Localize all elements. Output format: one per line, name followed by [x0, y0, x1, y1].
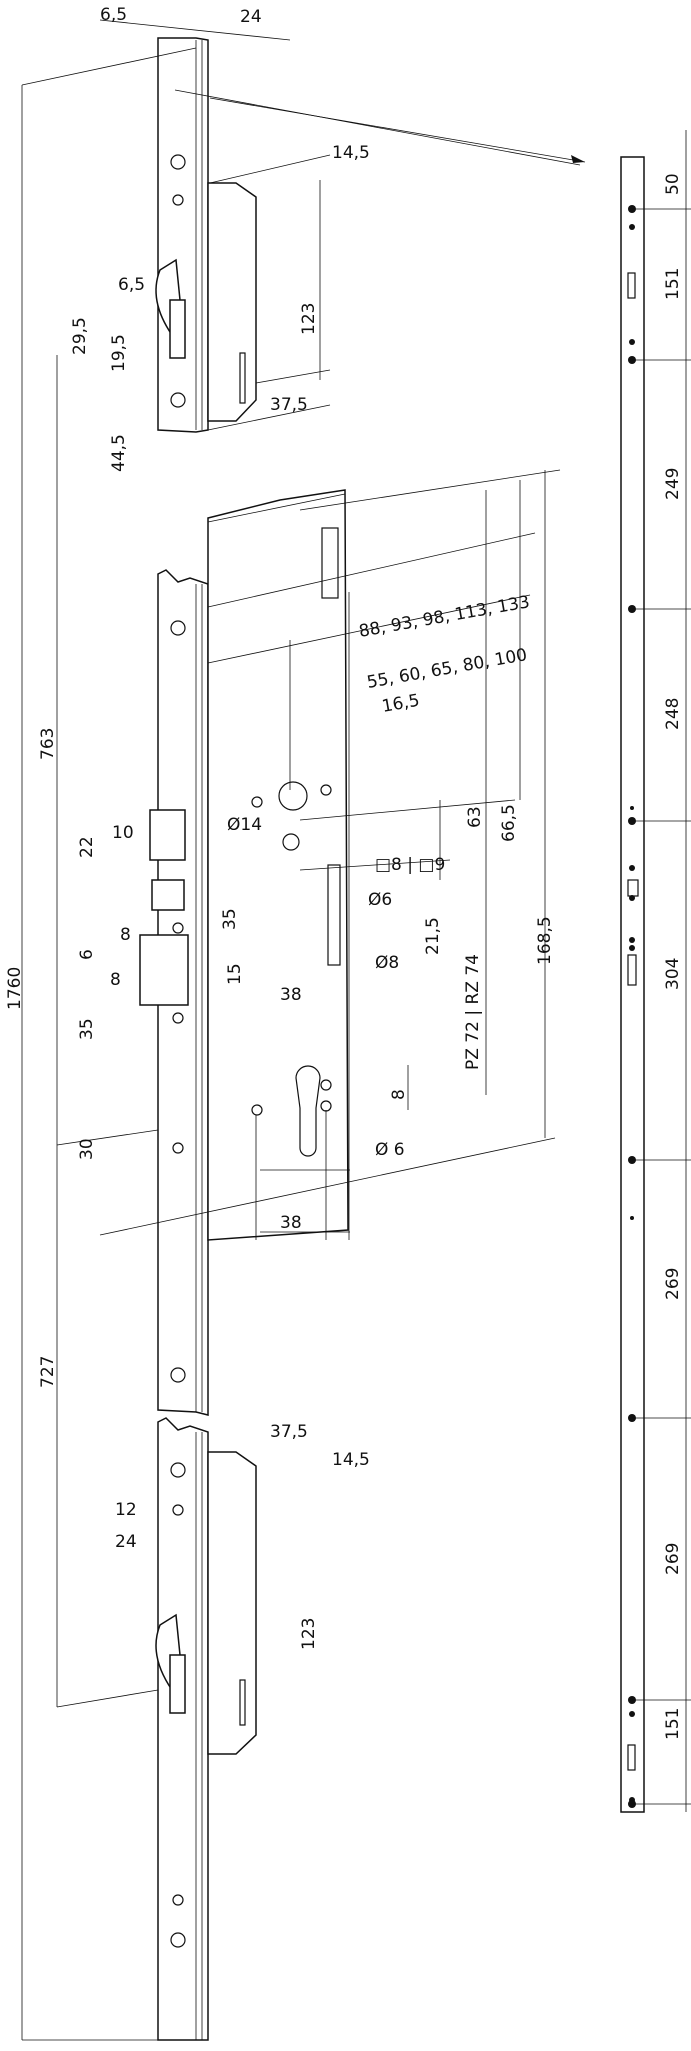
dim-top-plate-offset: 6,5	[100, 5, 127, 25]
dim-15: 15	[225, 963, 245, 985]
strip-dim-5: 304	[663, 958, 683, 990]
dim-bottom-gear-offset: 14,5	[332, 1450, 370, 1470]
dim-6: 6	[77, 949, 97, 960]
dim-total-length: 1760	[5, 967, 25, 1010]
dim-30: 30	[77, 1138, 97, 1160]
dim-top-hook-offset: 6,5	[118, 275, 145, 295]
strip-dim-8: 151	[663, 1708, 683, 1740]
lock-case	[139, 489, 349, 1241]
strip-dim-1: 50	[663, 173, 683, 195]
dimension-lines	[21, 19, 581, 2041]
dim-8-deadbolt: 8	[110, 970, 121, 990]
upper-gear	[155, 182, 257, 422]
dim-center-to-lower: 727	[38, 1356, 58, 1388]
dim-top-plate-width: 24	[240, 7, 262, 27]
strip-dim-2: 151	[663, 268, 683, 300]
dim-dia-8: Ø8	[375, 953, 399, 973]
dim-spindle: □8 | □9	[375, 855, 445, 875]
dim-8-cylinder: 8	[389, 1089, 409, 1100]
dim-hook-29-5: 29,5	[70, 317, 90, 355]
strip-view	[209, 97, 691, 1813]
lower-gear	[155, 1451, 257, 1755]
dim-63: 63	[465, 806, 485, 828]
dim-hook-24: 24	[115, 1532, 137, 1552]
dim-dia-14: Ø14	[227, 815, 262, 835]
strip-dim-3: 249	[663, 468, 683, 500]
dim-bottom-gear-backset: 37,5	[270, 1422, 308, 1442]
dim-hook-12: 12	[115, 1500, 137, 1520]
dim-38-lower: 38	[280, 1213, 302, 1233]
strip-dim-7: 269	[663, 1543, 683, 1575]
dim-backset: 55, 60, 65, 80, 100	[365, 645, 528, 693]
dim-backset-outer: 88, 93, 98, 113, 133	[357, 592, 531, 642]
dim-35-deadbolt: 35	[77, 1018, 97, 1040]
dim-hook-44-5: 44,5	[109, 434, 129, 472]
strip-dim-4: 248	[663, 698, 683, 730]
dim-latch-10: 10	[112, 823, 134, 843]
dim-8-bolt: 8	[120, 925, 131, 945]
dim-168-5: 168,5	[535, 916, 555, 965]
dim-upper-to-center: 763	[38, 728, 58, 760]
dim-dia-6-upper: Ø6	[368, 890, 392, 910]
dim-dia-6-lower: Ø 6	[375, 1140, 405, 1160]
dim-bottom-gear-height: 123	[299, 1618, 319, 1650]
dim-case-offset: 16,5	[380, 691, 421, 717]
dim-top-gear-backset: 37,5	[270, 395, 308, 415]
dim-66-5: 66,5	[499, 804, 519, 842]
dim-top-gear-height: 123	[299, 303, 319, 335]
dim-21-5: 21,5	[423, 917, 443, 955]
dim-pz-rz: PZ 72 | RZ 74	[463, 954, 483, 1070]
strip-dim-6: 269	[663, 1268, 683, 1300]
dim-hook-19-5: 19,5	[109, 334, 129, 372]
dim-38-upper: 38	[280, 985, 302, 1005]
dim-top-gear-offset: 14,5	[332, 143, 370, 163]
dim-latch-22: 22	[77, 836, 97, 858]
dim-35-upper: 35	[220, 908, 240, 930]
